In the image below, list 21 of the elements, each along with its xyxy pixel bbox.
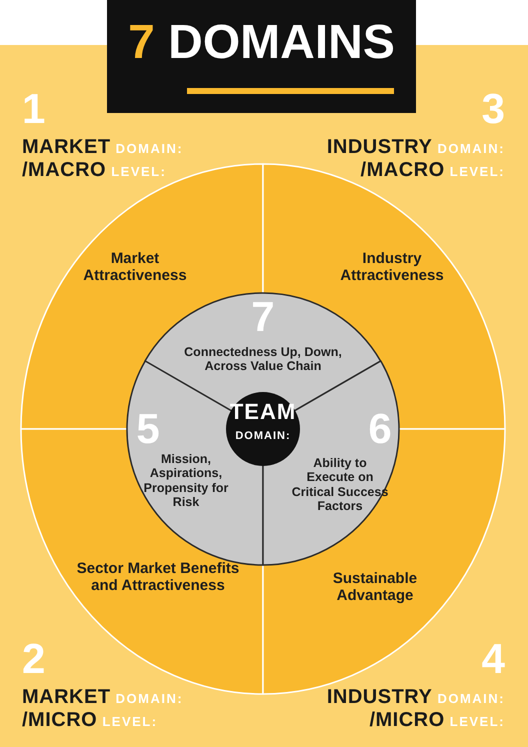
- domain-level-label: MARKET DOMAIN:: [22, 136, 184, 160]
- segment-label: Connectedness Up, Down, Across Value Chain: [183, 345, 343, 374]
- corner-number: 3: [482, 88, 505, 130]
- title: 7 DOMAINS: [127, 15, 396, 71]
- corner-number: 4: [482, 638, 505, 680]
- corner-number: 1: [22, 88, 46, 130]
- domain-level-label: /MACRO LEVEL:: [22, 159, 166, 183]
- center-label: TEAM: [228, 400, 298, 424]
- center-label: DOMAIN:: [234, 430, 292, 442]
- segment-label: Market Attractiveness: [82, 250, 188, 284]
- segment-label: Industry Attractiveness: [339, 250, 445, 284]
- corner-number: 2: [22, 638, 46, 680]
- segment-label: Sector Market Benefits and Attractiveness: [76, 560, 240, 594]
- domain-level-label: INDUSTRY DOMAIN:: [326, 686, 505, 710]
- domain-level-label: INDUSTRY DOMAIN:: [326, 136, 505, 160]
- segment-label: Sustainable Advantage: [332, 570, 418, 604]
- domain-level-label: /MACRO LEVEL:: [360, 159, 505, 183]
- segment-label: Mission, Aspirations, Propensity for Risk: [142, 452, 230, 510]
- domain-level-label: MARKET DOMAIN:: [22, 686, 184, 710]
- domain-level-label: /MICRO LEVEL:: [22, 709, 158, 733]
- domain-level-label: /MICRO LEVEL:: [369, 709, 505, 733]
